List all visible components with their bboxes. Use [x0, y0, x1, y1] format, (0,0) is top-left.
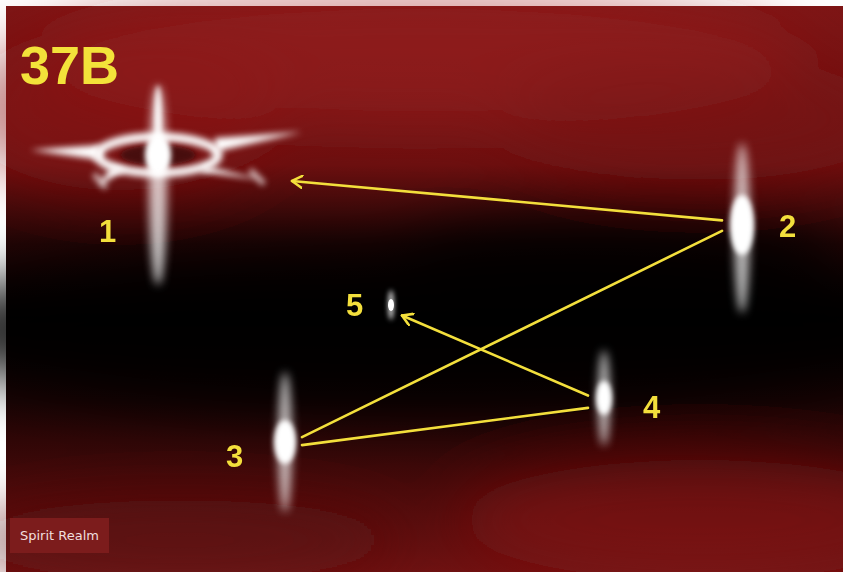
path-arrow	[292, 181, 722, 220]
light-figure	[388, 290, 394, 320]
callout-number: 1	[99, 216, 116, 247]
star-figure	[30, 85, 302, 285]
callout-number: 2	[779, 211, 796, 242]
light-node: 1	[20, 85, 292, 290]
callout-number: 5	[346, 290, 363, 321]
light-node: 3	[222, 365, 302, 515]
path-line	[302, 231, 722, 437]
watermark: Spirit Realm	[10, 518, 109, 553]
callout-number: 3	[226, 441, 243, 472]
light-figure	[596, 350, 612, 446]
light-figure	[730, 143, 754, 313]
light-node: 5	[340, 285, 402, 330]
light-node: 4	[588, 345, 678, 450]
figure-code: 37B	[20, 38, 119, 92]
light-node: 2	[722, 125, 817, 315]
callout-number: 4	[643, 392, 660, 423]
path-arrow	[402, 315, 588, 395]
light-figure	[274, 372, 296, 512]
path-line	[302, 408, 588, 445]
